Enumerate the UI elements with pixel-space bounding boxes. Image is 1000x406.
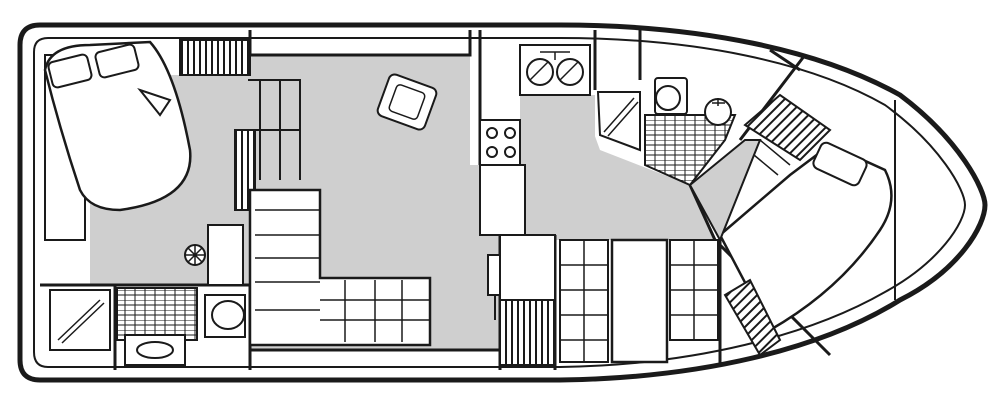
shower-icon [596,91,641,152]
locker [723,278,782,357]
locker [499,299,556,366]
v-berth [688,93,893,357]
sink-icon [704,98,732,126]
double-bed-icon [43,40,192,212]
tile-floor [116,287,198,341]
hanging-locker [743,93,832,162]
forward-head [596,77,737,187]
aft-stateroom [43,39,301,286]
refrigerator [499,234,556,301]
armchair-icon [376,73,438,131]
closet [179,39,251,76]
dinette [559,238,719,364]
aft-head [49,287,246,366]
double-sink-icon [519,44,591,96]
toilet-icon [204,294,246,338]
shower-icon [49,289,111,351]
floor-area [90,55,715,350]
step-area [688,139,762,243]
steering-wheel-icon [184,244,206,266]
vanity [207,224,244,286]
sink-icon [124,334,186,366]
v-berth-icon [718,139,893,332]
helm-seat-icon [487,254,503,320]
dinette-table [610,238,669,364]
galley [479,44,591,366]
sofa-icon [248,188,432,347]
salon [248,73,503,347]
stove-icon [479,119,521,166]
counter [479,164,526,236]
toilet-icon [654,77,688,115]
